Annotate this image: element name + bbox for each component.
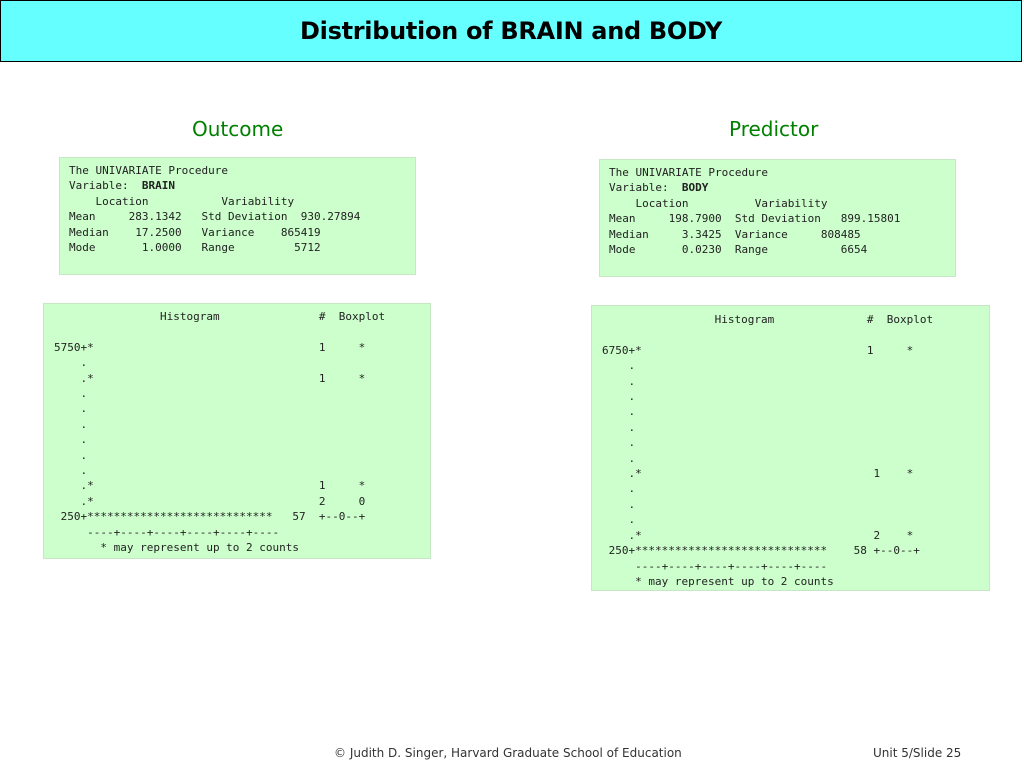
footer-credit: © Judith D. Singer, Harvard Graduate Sch… bbox=[334, 746, 682, 760]
outcome-variable-label: Variable: bbox=[69, 179, 142, 193]
outcome-variable-name: BRAIN bbox=[141, 179, 175, 193]
outcome-stats-box: The UNIVARIATE Procedure Variable: BRAIN… bbox=[59, 157, 416, 275]
predictor-heading: Predictor bbox=[729, 117, 819, 141]
outcome-stats-table: Location Variability Mean 283.1342 Std D… bbox=[69, 194, 361, 255]
outcome-histogram-box: Histogram # Boxplot 5750+* 1 * . .* 1 * … bbox=[43, 303, 431, 559]
outcome-heading: Outcome bbox=[192, 117, 284, 141]
title-bar: Distribution of BRAIN and BODY bbox=[0, 0, 1022, 62]
predictor-stats-table: Location Variability Mean 198.7900 Std D… bbox=[609, 196, 901, 257]
footer-slide-number: Unit 5/Slide 25 bbox=[873, 746, 962, 760]
predictor-histogram-box: Histogram # Boxplot 6750+* 1 * . . . . .… bbox=[591, 305, 990, 591]
predictor-stats: The UNIVARIATE Procedure Variable: BODY … bbox=[609, 165, 946, 257]
predictor-stats-box: The UNIVARIATE Procedure Variable: BODY … bbox=[599, 159, 956, 277]
predictor-proc-line: The UNIVARIATE Procedure bbox=[609, 166, 768, 179]
outcome-proc-line: The UNIVARIATE Procedure bbox=[69, 164, 228, 177]
outcome-histogram: Histogram # Boxplot 5750+* 1 * . .* 1 * … bbox=[54, 310, 386, 555]
predictor-histogram: Histogram # Boxplot 6750+* 1 * . . . . .… bbox=[602, 313, 934, 588]
predictor-variable-name: BODY bbox=[681, 181, 709, 195]
predictor-variable-label: Variable: bbox=[609, 181, 682, 195]
outcome-stats: The UNIVARIATE Procedure Variable: BRAIN… bbox=[69, 163, 406, 255]
slide-title: Distribution of BRAIN and BODY bbox=[300, 17, 722, 45]
